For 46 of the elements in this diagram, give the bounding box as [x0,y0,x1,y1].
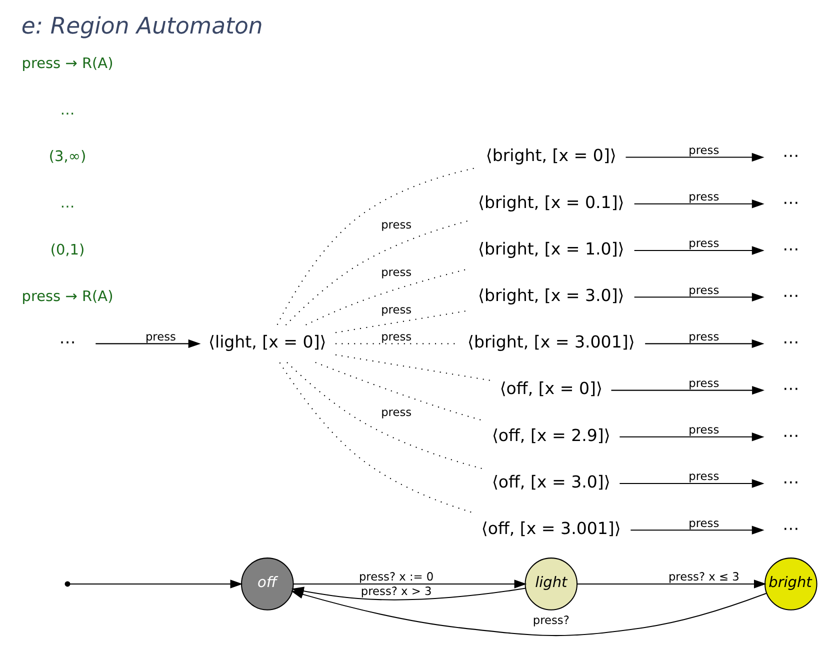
diagram-title: e: Region Automaton [21,14,263,40]
label: press → R(A) [22,288,114,305]
edge-label: press [381,329,412,344]
node-text: ⟨off, [x = 3.0]⟩ [492,472,610,492]
label: (0,1) [50,242,85,258]
edge-label: press [381,218,412,232]
edge-label: press [688,142,720,157]
edge-label: press [688,376,720,390]
edge-label: press [381,404,412,419]
node-text: ⟨off, [x = 2.9]⟩ [492,426,610,445]
edge-label: press [381,302,412,316]
edge-label: press [688,190,720,204]
edge-label: press [688,282,720,297]
node-text: ⟨bright, [x = 3.0]⟩ [478,286,624,306]
edge-label: press [145,329,176,344]
node-text: ⟨bright, [x = 3.001]⟩ [468,332,635,352]
node-text: ⟨bright, [x = 0]⟩ [486,146,616,166]
node-text: ⋯ [782,332,800,352]
edge-label: press [688,329,720,344]
node-text: ⋯ [782,239,800,258]
node-text: ⟨bright, [x = 1.0]⟩ [478,239,624,258]
edge-label: press [688,516,720,530]
label: (3,∞) [48,149,86,166]
edge-label: press? x ≤ 3 [668,570,740,584]
edge-label: press? x > 3 [360,584,432,598]
label: press → R(A) [22,56,114,72]
edge-label: press [381,265,412,280]
node-text: ⋯ [782,286,800,306]
node-text: ⟨light, [x = 0]⟩ [208,332,326,352]
node-text: ⟨off, [x = 0]⟩ [500,379,602,398]
edge-label: press [688,236,720,250]
edge-label: press? [532,613,570,628]
label: … [60,196,75,212]
edge-label: press [688,469,720,484]
node-text: ⋯ [782,472,800,492]
node-text: ⋯ [59,332,76,352]
node-text: ⋯ [782,519,800,538]
edge-label: press [688,422,720,437]
edge-label: press? x := 0 [358,570,434,584]
node-text: ⟨off, [x = 3.001]⟩ [481,519,621,538]
node-text: ⋯ [782,146,800,166]
label: … [60,102,75,119]
node-text: ⟨bright, [x = 0.1]⟩ [478,192,624,212]
node-text: ⋯ [782,426,800,445]
node-text: ⋯ [782,379,800,398]
node-text: ⋯ [782,192,800,212]
